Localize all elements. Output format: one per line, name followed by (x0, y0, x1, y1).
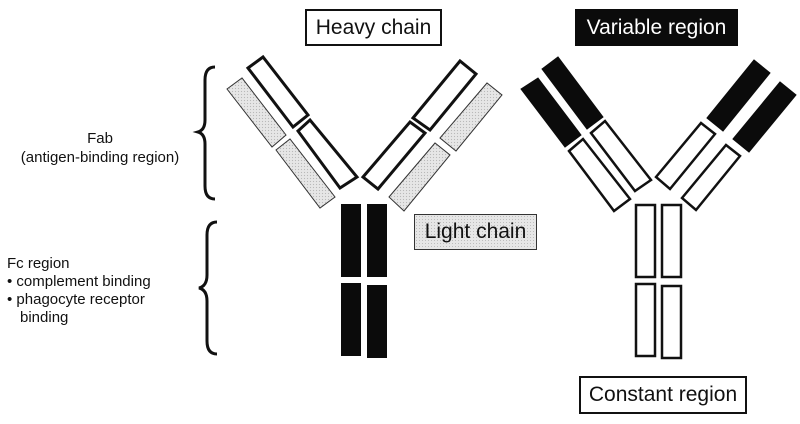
light-chain-label: Light chain (414, 214, 537, 250)
constant-region-light-right (680, 143, 742, 212)
constant-region-heavy-right (654, 121, 717, 191)
light-chain-constant-left (275, 138, 336, 209)
light-chain-variable-left (226, 77, 287, 148)
fc-item-phagocyte: • phagocyte receptor (7, 291, 145, 308)
antibody-regions (520, 56, 797, 360)
fc-title: Fc region (7, 255, 70, 272)
fc-annotation: Fc region • complement binding • phagocy… (7, 255, 207, 327)
fab-title: Fab (87, 130, 113, 147)
fab-annotation: Fab (antigen-binding region) (0, 129, 200, 167)
variable-region-label: Variable region (575, 9, 738, 46)
variable-region-heavy-left (541, 56, 604, 130)
fc-item-phagocyte-cont: binding (20, 309, 69, 326)
heavy-chain-ch3-right (367, 285, 387, 358)
light-chain-constant-right (388, 142, 451, 212)
heavy-chain-label: Heavy chain (305, 9, 442, 46)
antibody-chains (226, 54, 503, 358)
constant-region-ch3-left (634, 282, 657, 358)
constant-region-ch2-right (660, 203, 683, 279)
heavy-chain-ch1-right (360, 119, 428, 192)
heavy-chain-ch2-right (367, 204, 387, 277)
fc-item-complement: • complement binding (7, 273, 151, 290)
heavy-chain-ch1-left (295, 117, 360, 191)
fab-brace (192, 65, 216, 201)
constant-region-label: Constant region (579, 376, 747, 414)
variable-region-heavy-right (706, 59, 771, 132)
constant-region-heavy-left (589, 119, 653, 193)
fab-subtitle: (antigen-binding region) (20, 149, 180, 166)
light-chain-variable-right (439, 82, 503, 152)
variable-region-light-left (520, 77, 582, 148)
heavy-chain-ch2-left (341, 204, 361, 277)
heavy-chain-ch3-left (341, 283, 361, 356)
variable-region-light-right (732, 81, 797, 153)
heavy-chain-variable-left (245, 54, 311, 130)
fc-brace (198, 220, 218, 356)
constant-region-ch3-right (660, 284, 683, 360)
constant-region-ch2-left (634, 203, 657, 279)
heavy-chain-variable-right (410, 58, 479, 133)
constant-region-light-left (567, 137, 632, 213)
